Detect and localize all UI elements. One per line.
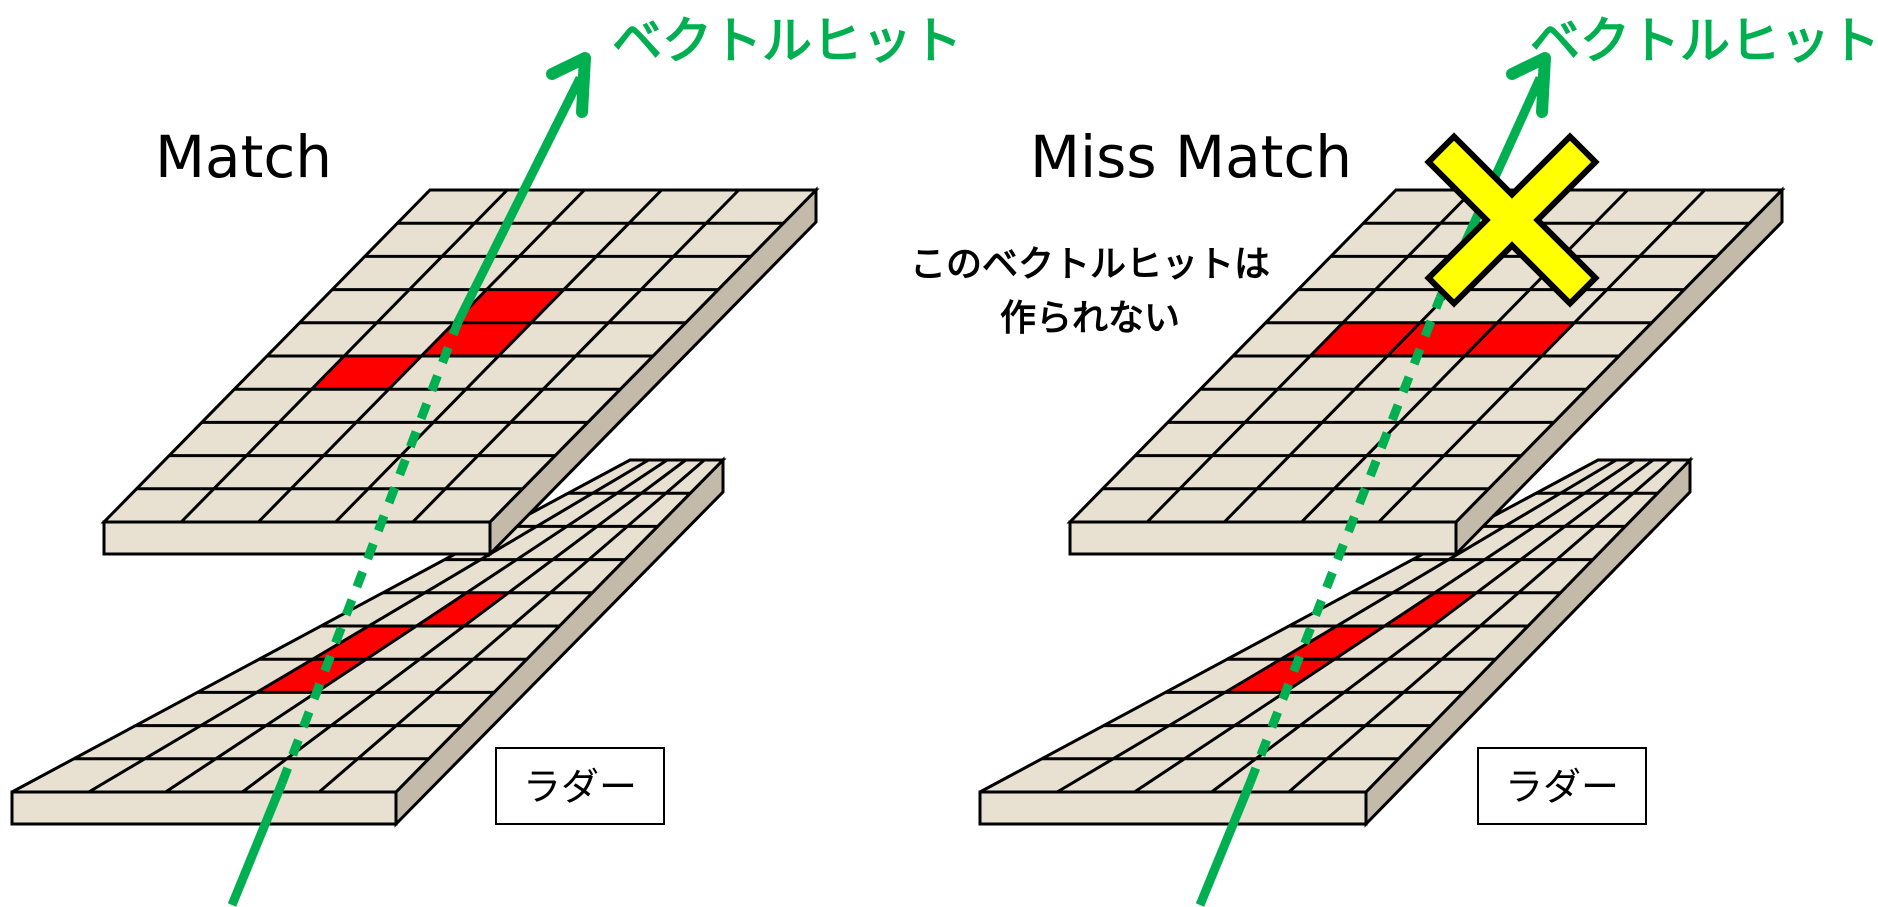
grid-col-line <box>1377 188 1706 524</box>
note-line-2: 作られない <box>1000 298 1180 339</box>
track-dashed-segment <box>1245 296 1445 785</box>
miss-match-panel: Miss Match ベクトルヒット このベクトルヒットは 作られない ラダー <box>910 12 1878 907</box>
vector-hit-label: ベクトルヒット <box>1530 12 1878 70</box>
ladder-front-face <box>10 790 398 826</box>
arrow-head-icon <box>1506 52 1551 118</box>
ladder-label-box: ラダー <box>495 747 665 825</box>
ladder-label: ラダー <box>523 765 637 809</box>
ladder-label-frame <box>495 747 665 825</box>
ladder-front-face <box>978 790 1368 826</box>
ladder-label-box: ラダー <box>1477 747 1647 825</box>
grid-col-line <box>318 458 706 794</box>
match-panel: Match ベクトルヒット ラダー <box>10 12 962 907</box>
grid-col-line <box>257 188 586 524</box>
grid-col-line <box>1056 458 1618 794</box>
track-solid-bottom <box>1195 781 1255 907</box>
upper-ladder-layer <box>100 186 820 558</box>
match-title: Match <box>155 123 332 191</box>
grid-col-line <box>88 458 650 794</box>
vector-hit-label: ベクトルヒット <box>612 12 962 70</box>
ladder-front-face <box>1068 520 1458 556</box>
grid-col-line <box>334 188 663 524</box>
grid-col-line <box>180 188 509 524</box>
grid-col-line <box>1210 458 1655 794</box>
ladder-label: ラダー <box>1505 765 1619 809</box>
x-mark-shape <box>1424 132 1600 308</box>
arrow-head-icon <box>546 52 591 118</box>
grid-col-line <box>1300 188 1629 524</box>
track-solid-top <box>453 75 585 325</box>
track-arrow <box>227 52 591 907</box>
x-mark-icon <box>1424 132 1600 308</box>
lower-ladder-layer <box>10 456 727 828</box>
grid-col-line <box>411 188 740 524</box>
ladder-front-face <box>102 520 492 556</box>
track-dashed-segment <box>277 320 463 785</box>
grid-col-line <box>164 458 669 794</box>
upper-ladder-layer <box>1066 186 1786 558</box>
ladder-label-frame <box>1477 747 1647 825</box>
lower-ladder-layer <box>978 456 1694 828</box>
miss-match-title: Miss Match <box>1030 123 1352 191</box>
grid-col-line <box>1133 458 1636 794</box>
track-solid-bottom <box>227 781 287 907</box>
grid-col-line <box>1146 188 1475 524</box>
grid-col-line <box>1287 458 1673 794</box>
note-line-1: このベクトルヒットは <box>910 244 1270 285</box>
grid-col-line <box>241 458 687 794</box>
